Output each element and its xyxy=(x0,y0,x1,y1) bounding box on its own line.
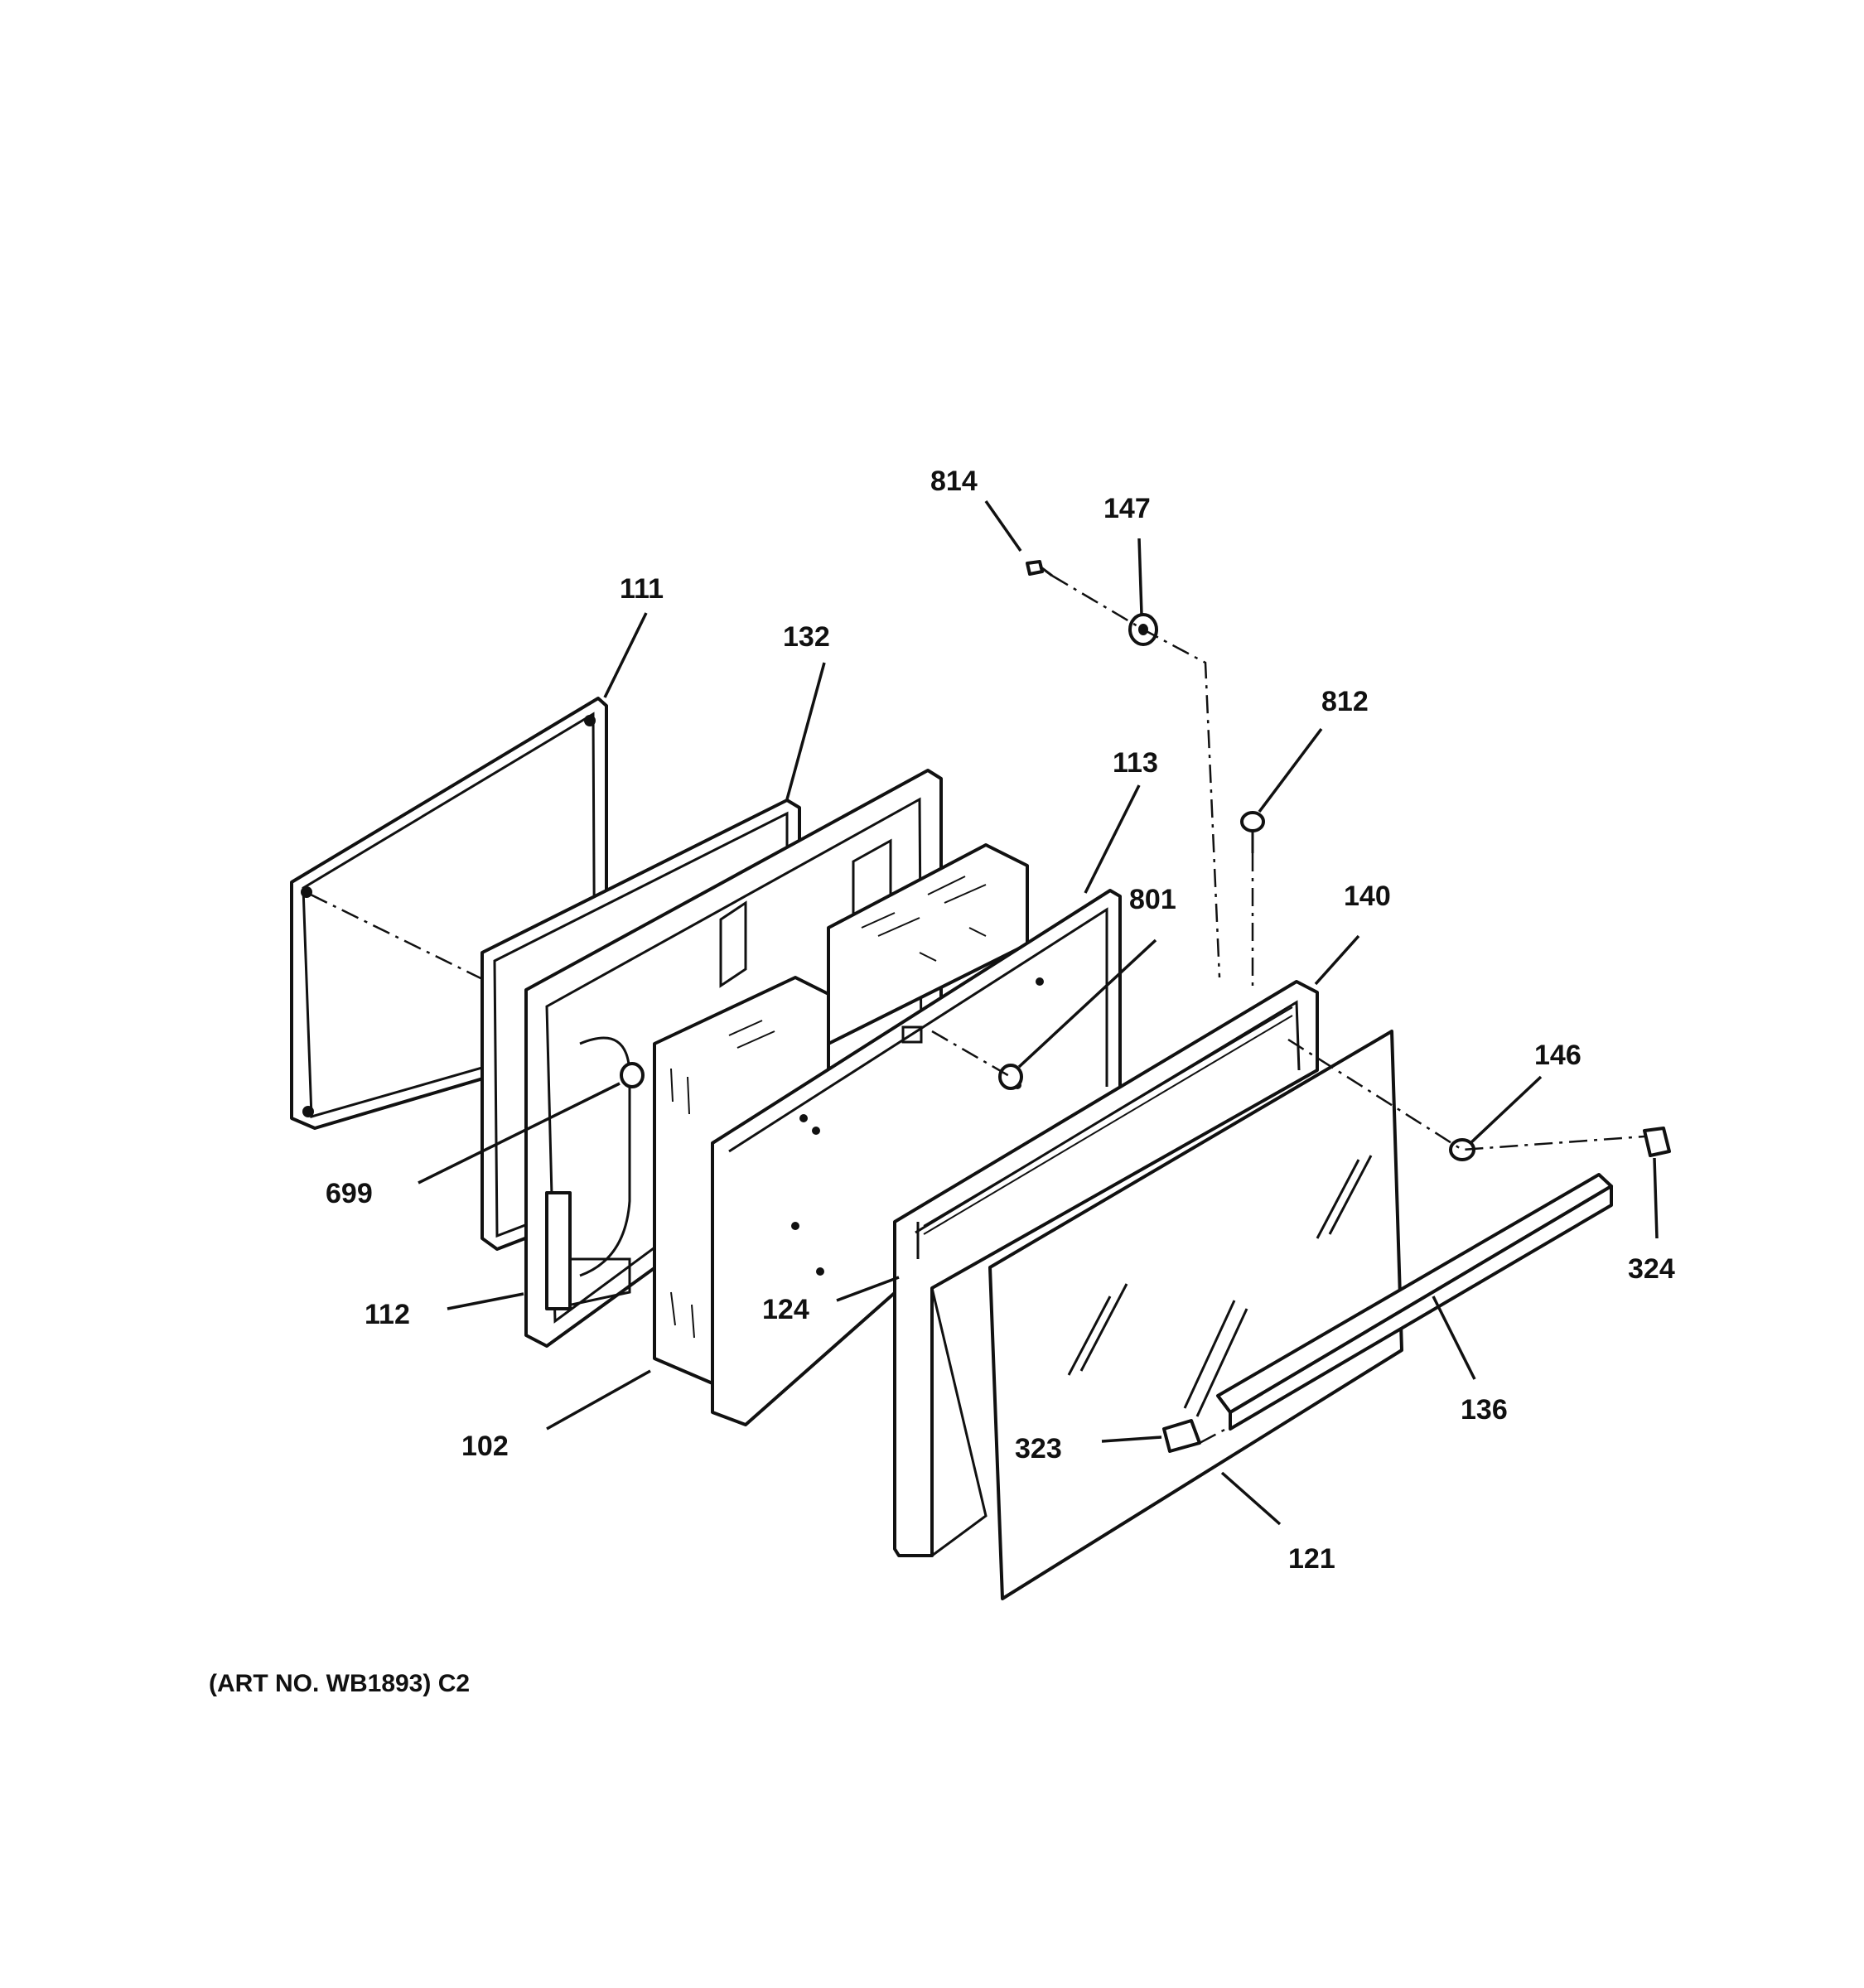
part-812-screw xyxy=(1240,811,1265,853)
callout-132: 132 xyxy=(783,621,830,653)
callout-814: 814 xyxy=(930,466,978,497)
callout-124: 124 xyxy=(762,1294,809,1325)
callout-121: 121 xyxy=(1288,1543,1335,1575)
callout-699: 699 xyxy=(326,1178,373,1209)
art-number-label: (ART NO. WB1893) C2 xyxy=(209,1670,471,1697)
part-121-glass xyxy=(988,1030,1403,1600)
part-324-end-cap xyxy=(1643,1127,1671,1157)
part-814-screw xyxy=(1026,560,1053,577)
callout-111: 111 xyxy=(620,573,664,605)
callout-113: 113 xyxy=(1113,747,1158,779)
part-801-screw xyxy=(998,1064,1023,1090)
callout-323: 323 xyxy=(1015,1433,1062,1464)
part-140-door-frame xyxy=(893,980,1319,1557)
callout-140: 140 xyxy=(1344,881,1391,912)
callout-112: 112 xyxy=(365,1299,410,1330)
part-102-insulation xyxy=(653,843,1029,1385)
part-699-screw xyxy=(620,1062,645,1088)
callout-801: 801 xyxy=(1129,884,1176,915)
callout-812: 812 xyxy=(1321,686,1369,717)
callout-147: 147 xyxy=(1103,493,1151,524)
callout-324: 324 xyxy=(1628,1253,1675,1285)
callout-102: 102 xyxy=(461,1431,509,1462)
callout-labels: 111 132 113 814 147 812 801 140 146 699 … xyxy=(326,466,1675,1575)
assembly-lines xyxy=(931,574,1645,1445)
leader-lines xyxy=(418,499,1659,1526)
callout-136: 136 xyxy=(1461,1394,1508,1426)
callout-146: 146 xyxy=(1534,1040,1582,1071)
part-136-handle xyxy=(1216,1173,1613,1431)
